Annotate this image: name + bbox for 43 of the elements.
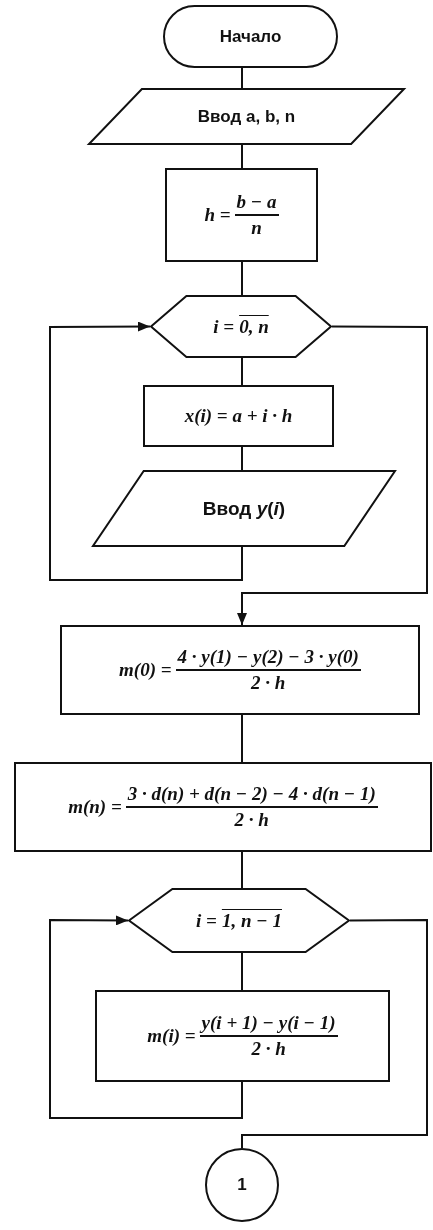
numerator: 4 · y(1) − y(2) − 3 · y(0): [175, 646, 361, 671]
process-box: [165, 168, 318, 262]
flow-line: [241, 851, 243, 889]
process-box: [14, 762, 432, 852]
formula-text: x(i) = a + i · h: [184, 405, 293, 427]
flow-line: [241, 261, 243, 296]
node-label: Ввод a, b, n: [197, 106, 296, 127]
loop-range: 0, n: [239, 315, 269, 338]
flow-line: [241, 446, 243, 471]
denominator: 2 · h: [234, 808, 269, 831]
loop-hexagon: [128, 888, 350, 953]
formula-text: h =: [204, 204, 231, 226]
denominator: 2 · h: [251, 1037, 286, 1060]
input-parallelogram: [92, 470, 396, 547]
node-label: 1: [237, 1175, 247, 1195]
formula-text: i =: [196, 909, 217, 932]
connector-circle: [205, 1148, 279, 1222]
loop-hexagon: [150, 295, 332, 358]
numerator: b − a: [234, 191, 279, 216]
loop-range: 1, n − 1: [221, 909, 282, 932]
flow-line: [241, 357, 243, 386]
process-box: [95, 990, 390, 1082]
arrow: [237, 325, 428, 626]
arrow: [49, 321, 243, 581]
input-parallelogram: [88, 88, 405, 145]
flow-line: [241, 919, 428, 1149]
node-label: Ввод y(i): [202, 497, 286, 520]
flow-line: [241, 67, 243, 89]
process-box: [60, 625, 420, 715]
formula-text: m(i) =: [147, 1025, 196, 1047]
formula-text: m(n) =: [68, 796, 122, 818]
flow-line: [241, 144, 243, 169]
node-label: Начало: [219, 26, 282, 47]
numerator: 3 · d(n) + d(n − 2) − 4 · d(n − 1): [125, 783, 378, 808]
denominator: 2 · h: [251, 671, 286, 694]
denominator: n: [251, 216, 262, 239]
process-box: [143, 385, 334, 447]
flow-line: [241, 714, 243, 763]
formula-text: m(0) =: [119, 659, 172, 681]
flow-line: [241, 952, 243, 991]
arrow: [49, 915, 243, 1119]
formula-text: i =: [213, 315, 235, 338]
numerator: y(i + 1) − y(i − 1): [199, 1012, 338, 1037]
